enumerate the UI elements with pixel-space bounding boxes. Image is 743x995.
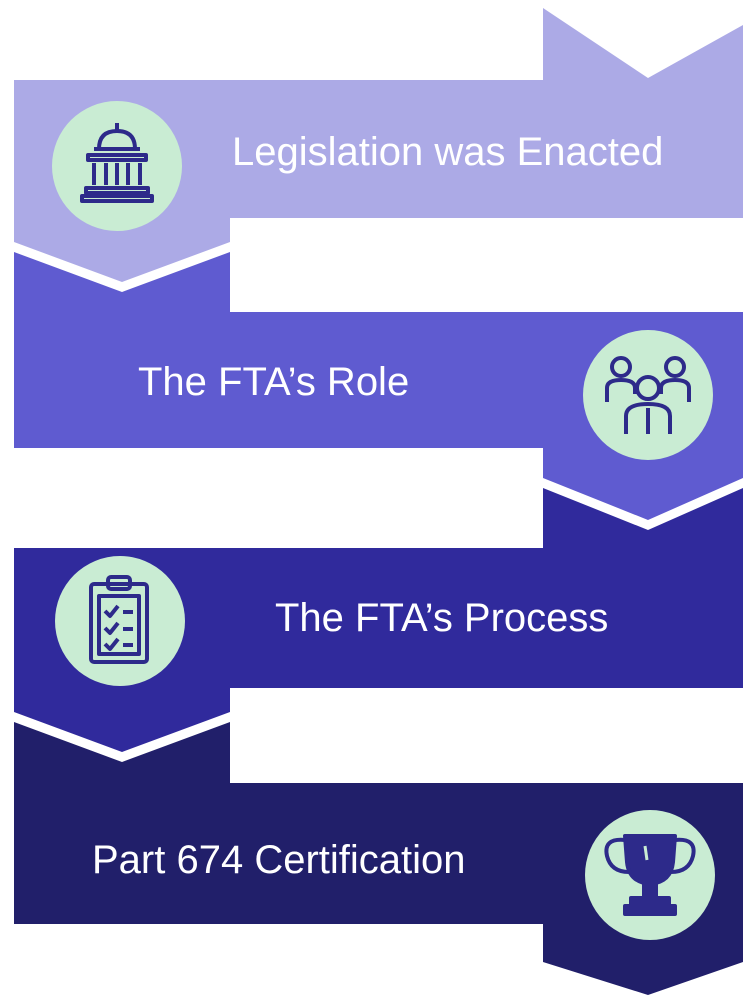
step-2-label: The FTA’s Role — [138, 360, 410, 404]
step-4-icon — [585, 810, 715, 940]
clipboard-checklist-icon — [55, 556, 185, 686]
step-1-icon — [52, 101, 182, 231]
team-people-icon — [583, 330, 713, 460]
step-3-label: The FTA’s Process — [275, 596, 609, 640]
step-band-2 — [14, 252, 743, 520]
step-band-4 — [14, 722, 743, 995]
step-band-3 — [14, 488, 743, 752]
step-1-label: Legislation was Enacted — [232, 130, 664, 174]
step-4-label: Part 674 Certification — [92, 838, 466, 882]
step-band-1 — [14, 8, 743, 282]
capitol-building-icon — [52, 101, 182, 231]
trophy-icon — [585, 810, 715, 940]
step-2-icon — [583, 330, 713, 460]
step-3-icon — [55, 556, 185, 686]
